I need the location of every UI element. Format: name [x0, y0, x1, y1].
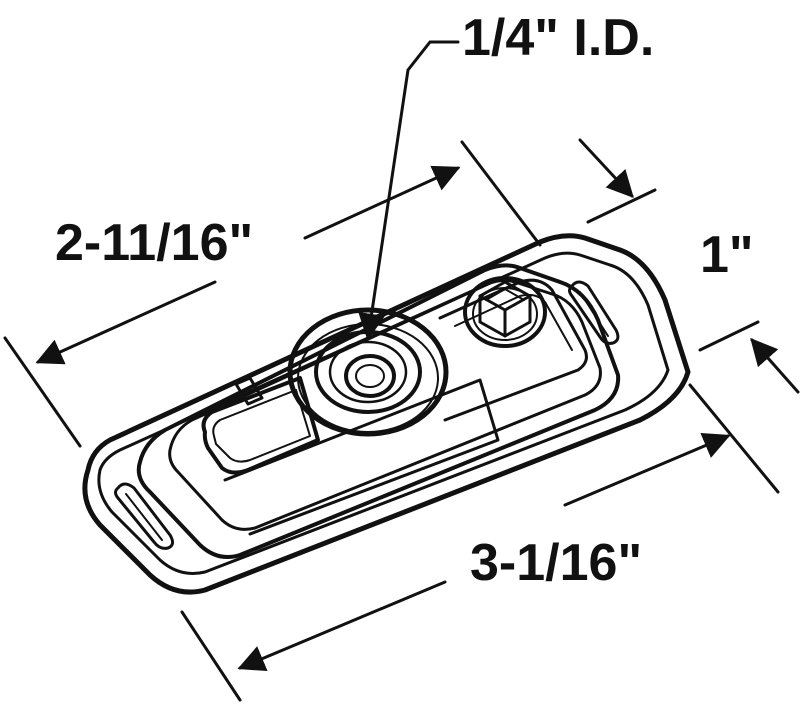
square-post [463, 276, 547, 348]
overall-length-label: 3-1/16" [470, 534, 642, 592]
width-ext-top [586, 188, 657, 224]
base-plate-outline [82, 233, 691, 595]
left-recess-outline [201, 376, 320, 475]
width-ext-bottom [698, 320, 760, 352]
overall-length-dimension: 3-1/16" [180, 383, 780, 702]
inner-length-dimension: 2-11/16" [3, 140, 542, 448]
raised-body-top-edge [168, 278, 602, 531]
inner-length-label: 2-11/16" [55, 214, 253, 272]
hole-id-label: 1/4" I.D. [462, 9, 654, 67]
overall-length-ext-left [180, 610, 242, 702]
left-stem [234, 376, 264, 406]
raised-body-outline [136, 263, 621, 559]
inner-length-ext-left [3, 336, 82, 448]
left-recess-inner [212, 389, 311, 463]
inner-length-ext-right [460, 140, 542, 247]
hole-id-dimension: 1/4" I.D. [358, 9, 654, 341]
left-screw-slot-inner [125, 493, 163, 541]
center-hole [344, 354, 396, 398]
right-pad [438, 278, 588, 422]
width-label: 1" [700, 226, 754, 284]
overall-length-ext-right [688, 383, 780, 494]
right-screw-slot [568, 280, 620, 345]
left-screw-slot [114, 482, 175, 550]
width-dimension: 1" [578, 138, 800, 394]
